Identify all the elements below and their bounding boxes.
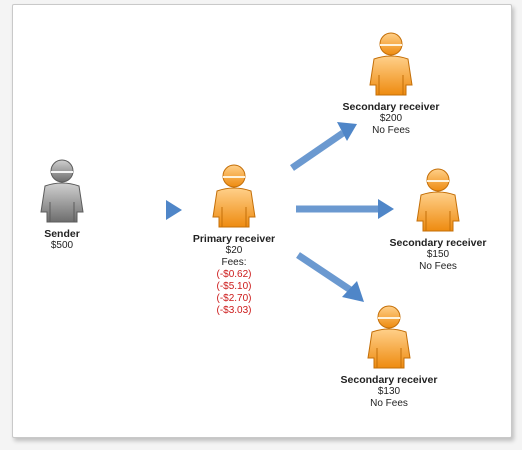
secondary-1-amount: $200	[379, 113, 403, 124]
primary-fees-label: Fees:	[221, 257, 247, 268]
secondary-1-note: No Fees	[372, 125, 410, 136]
secondary-receiver-node-2: Secondary receiver $150 No Fees	[378, 167, 498, 273]
sender-title: Sender	[44, 228, 80, 240]
secondary-receiver-node-3: Secondary receiver $130 No Fees	[329, 304, 449, 410]
secondary-3-amount: $130	[377, 386, 401, 397]
sender-amount: $500	[50, 240, 74, 251]
primary-fee-2: (-$5.10)	[216, 281, 252, 292]
arrow-primary-to-secondary-3	[296, 252, 364, 302]
secondary-2-note: No Fees	[419, 261, 457, 272]
secondary-2-title: Secondary receiver	[389, 237, 487, 249]
arrow-sender-to-primary	[108, 200, 182, 220]
primary-fee-3: (-$2.70)	[216, 293, 252, 304]
primary-receiver-node: Primary receiver $20 Fees: (-$0.62) (-$5…	[176, 163, 292, 317]
secondary-3-title: Secondary receiver	[340, 374, 438, 386]
primary-fee-4: (-$3.03)	[216, 305, 252, 316]
person-icon	[212, 164, 256, 228]
person-icon	[369, 32, 413, 96]
person-icon	[416, 168, 460, 232]
primary-amount: $20	[225, 245, 243, 256]
sender-node: Sender $500	[22, 158, 102, 252]
secondary-3-note: No Fees	[370, 398, 408, 409]
arrow-primary-to-secondary-1	[290, 122, 357, 171]
secondary-receiver-node-1: Secondary receiver $200 No Fees	[331, 31, 451, 137]
secondary-2-amount: $150	[426, 249, 450, 260]
arrow-primary-to-secondary-2	[296, 199, 394, 219]
person-icon	[367, 305, 411, 369]
person-icon	[40, 159, 84, 223]
secondary-1-title: Secondary receiver	[342, 101, 440, 113]
primary-title: Primary receiver	[192, 233, 276, 245]
primary-fee-1: (-$0.62)	[216, 269, 252, 280]
